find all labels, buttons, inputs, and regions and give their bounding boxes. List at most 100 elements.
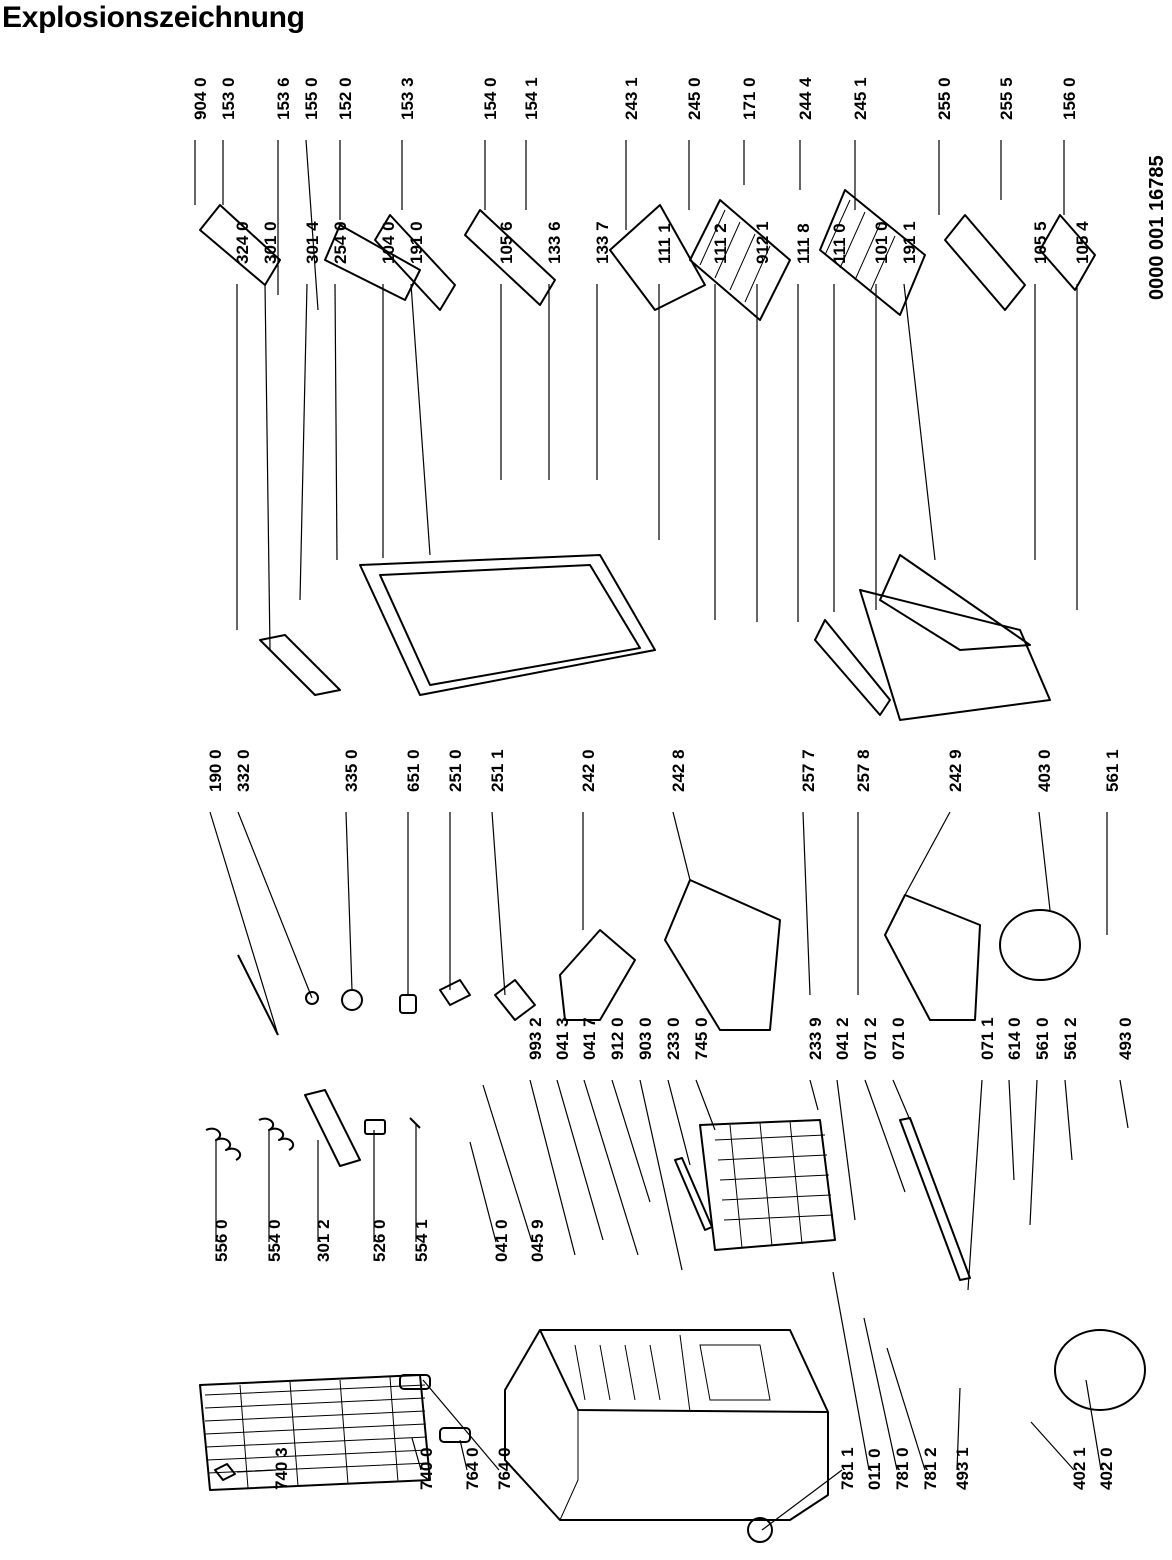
leader-line	[832, 1271, 870, 1471]
leader-line	[672, 811, 691, 881]
part-number-label: 111 1	[655, 223, 674, 264]
part-number-label: 101 0	[872, 221, 891, 264]
part-number-label: 155 0	[302, 77, 321, 120]
part-number-label: 324 0	[233, 221, 252, 264]
part-number-label: 111 2	[711, 223, 730, 264]
part-number-label: 993 2	[526, 1017, 545, 1060]
leader-line	[410, 283, 431, 556]
part-number-label: 561 0	[1033, 1017, 1052, 1060]
part-drawings	[199, 189, 1146, 1543]
leader-line	[482, 1084, 533, 1243]
part-number-label: 301 4	[303, 221, 322, 264]
leader-line	[529, 1079, 576, 1256]
part-number-label: 071 2	[861, 1017, 880, 1060]
part-number-label: 133 6	[545, 221, 564, 264]
leader-line	[209, 811, 279, 1036]
part-number-label: 011 0	[865, 1448, 884, 1490]
part-number-label: 111 0	[830, 223, 849, 264]
leader-line	[264, 283, 271, 651]
part-number-label: 301 2	[314, 1219, 333, 1262]
part-number-label: 251 0	[446, 749, 465, 792]
part-number-label: 154 1	[522, 77, 541, 120]
part-number-label: 105 6	[497, 221, 516, 264]
part-number-label: 105 5	[1031, 221, 1050, 264]
leader-line	[345, 811, 353, 991]
page-title: Explosionszeichnung	[2, 1, 305, 34]
part-number-label: 041 3	[553, 1017, 572, 1060]
part-number-label: 781 1	[838, 1447, 857, 1490]
leader-line	[863, 1317, 898, 1471]
part-number-label: 153 6	[274, 77, 293, 120]
part-number-label: 781 2	[921, 1447, 940, 1490]
part-number-label: 041 2	[833, 1017, 852, 1060]
part-number-label: 403 0	[1035, 749, 1054, 792]
part-number-label: 493 0	[1116, 1017, 1135, 1060]
part-number-label: 153 0	[219, 77, 238, 120]
part-number-label: 402 0	[1097, 1447, 1116, 1490]
part-number-label: 242 9	[946, 749, 965, 792]
part-number-label: 254 0	[331, 221, 350, 264]
leader-line	[836, 1079, 856, 1221]
leader-line	[1038, 811, 1051, 911]
part-number-label: 244 4	[796, 77, 815, 120]
cabinet-drawing	[504, 1329, 829, 1521]
leader-line	[334, 283, 338, 561]
leader-line	[1030, 1421, 1075, 1471]
part-number-label: 301 0	[261, 221, 280, 264]
part-number-label: 402 1	[1070, 1447, 1089, 1490]
part-number-label: 041 0	[492, 1219, 511, 1262]
leader-line	[583, 1079, 639, 1256]
part-number-label: 156 0	[1060, 77, 1079, 120]
part-number-label: 614 0	[1005, 1017, 1024, 1060]
part-number-label: 554 0	[265, 1219, 284, 1262]
leader-line	[864, 1079, 906, 1193]
leader-line	[469, 1141, 497, 1243]
part-number-label: 104 0	[379, 221, 398, 264]
part-number-label: 335 0	[342, 749, 361, 792]
part-number-label: 171 0	[740, 77, 759, 120]
leader-line	[305, 139, 319, 311]
part-number-label: 041 7	[580, 1017, 599, 1060]
leader-line	[695, 1079, 716, 1131]
part-number-label: 764 0	[495, 1447, 514, 1490]
leader-line	[556, 1079, 604, 1241]
part-number-label: 745 0	[692, 1017, 711, 1060]
part-number-label: 257 8	[854, 749, 873, 792]
leader-line	[809, 1079, 819, 1111]
part-number-label: 243 1	[622, 77, 641, 120]
part-number-label: 191 0	[407, 221, 426, 264]
part-number-label: 554 1	[412, 1219, 431, 1262]
condenser-coil-drawing	[199, 1374, 431, 1491]
leader-line	[761, 1469, 843, 1531]
leader-line	[667, 1079, 691, 1166]
part-number-label: 255 5	[997, 77, 1016, 120]
part-number-label: 556 0	[212, 1219, 231, 1262]
leader-line	[1085, 1379, 1102, 1471]
part-number-label: 245 0	[685, 77, 704, 120]
part-number-label: 740 3	[272, 1447, 291, 1490]
part-number-label: 255 0	[935, 77, 954, 120]
leader-line	[299, 283, 308, 601]
part-number-label: 242 0	[579, 749, 598, 792]
part-number-label: 154 0	[481, 77, 500, 120]
part-number-label: 190 0	[206, 749, 225, 792]
leader-line	[639, 1079, 683, 1271]
leader-line	[1008, 1079, 1015, 1181]
leader-line	[237, 811, 313, 999]
leader-line	[1029, 1079, 1038, 1226]
leader-line	[956, 1387, 961, 1471]
part-number-label: 191 1	[900, 221, 919, 264]
part-number-label: 045 9	[528, 1219, 547, 1262]
part-number-label: 912 0	[608, 1017, 627, 1060]
part-number-label: 764 0	[463, 1447, 482, 1490]
part-number-label: 561 1	[1103, 749, 1122, 792]
leader-line	[1064, 1079, 1073, 1161]
part-number-label: 105 4	[1073, 221, 1092, 264]
part-number-label: 242 8	[669, 749, 688, 792]
part-number-label: 133 7	[593, 221, 612, 264]
drawing-number: 0000 001 16785	[1146, 155, 1168, 300]
leader-line	[802, 811, 811, 996]
leader-line	[904, 811, 951, 896]
